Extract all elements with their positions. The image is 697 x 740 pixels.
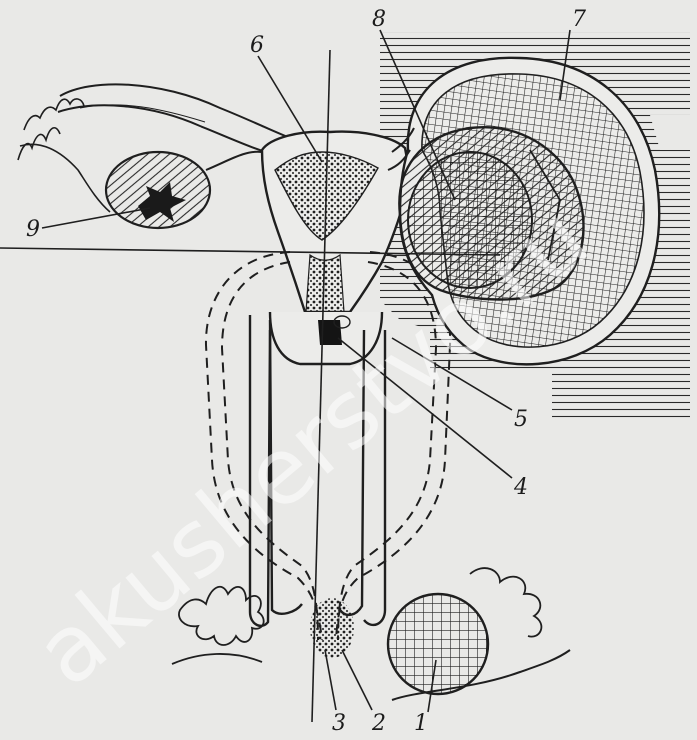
label-3: 3: [332, 711, 346, 736]
label-4: 4: [513, 475, 528, 500]
label-9: 9: [26, 217, 40, 242]
leader-3: [325, 650, 336, 710]
leader-2: [342, 650, 372, 710]
vestibular-gland: [310, 598, 354, 658]
label-8: 8: [372, 7, 386, 32]
label-5: 5: [514, 407, 528, 432]
label-7: 7: [572, 7, 586, 32]
label-1: 1: [414, 711, 428, 736]
label-6: 6: [250, 33, 264, 58]
label-2: 2: [371, 711, 386, 736]
left-ovary: [106, 152, 262, 228]
bottom-right-cyst: [388, 568, 570, 700]
